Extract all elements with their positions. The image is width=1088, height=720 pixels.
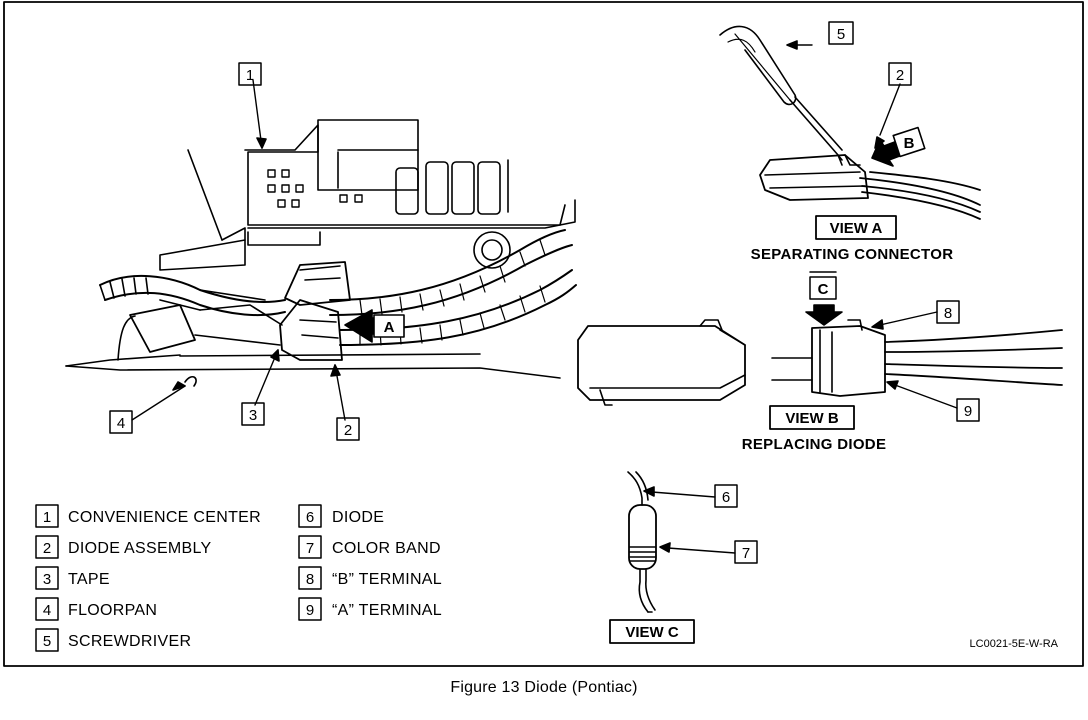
svg-text:6: 6 xyxy=(306,509,314,526)
leader-arrowhead xyxy=(172,381,186,391)
leader-arrowhead xyxy=(270,349,280,362)
legend-item-5: 5 SCREWDRIVER xyxy=(35,628,191,652)
leader-arrowhead xyxy=(871,319,884,330)
svg-text:“A” TERMINAL: “A” TERMINAL xyxy=(332,602,442,619)
svg-text:5: 5 xyxy=(837,26,845,43)
svg-text:VIEW B: VIEW B xyxy=(785,410,839,427)
view-c-diode xyxy=(627,471,657,613)
svg-text:VIEW C: VIEW C xyxy=(625,624,679,641)
view-b-drawing xyxy=(577,319,1063,406)
view-b-label-box: VIEW B xyxy=(769,405,855,430)
svg-text:DIODE: DIODE xyxy=(332,509,384,526)
svg-text:4: 4 xyxy=(117,415,125,432)
callout-1: 1 xyxy=(238,62,262,86)
arrow-b: B xyxy=(871,126,926,167)
legend-item-6: 6 DIODE xyxy=(298,504,384,528)
svg-text:SCREWDRIVER: SCREWDRIVER xyxy=(68,633,191,650)
svg-text:9: 9 xyxy=(306,602,314,619)
arrow-b-label: B xyxy=(904,135,915,152)
arrow-c-label: C xyxy=(818,281,829,298)
view-c-label-box: VIEW C xyxy=(609,619,695,644)
view-a-label-box: VIEW A xyxy=(815,215,897,240)
svg-text:5: 5 xyxy=(43,633,51,650)
svg-text:7: 7 xyxy=(306,540,314,557)
figure-caption: Figure 13 Diode (Pontiac) xyxy=(450,679,638,696)
svg-text:TAPE: TAPE xyxy=(68,571,110,588)
svg-text:2: 2 xyxy=(896,67,904,84)
svg-text:3: 3 xyxy=(43,571,51,588)
svg-text:FLOORPAN: FLOORPAN xyxy=(68,602,157,619)
callout-6: 6 xyxy=(714,484,738,508)
leader-arrowhead xyxy=(659,542,671,553)
leader-arrowhead xyxy=(330,364,341,377)
legend-item-4: 4 FLOORPAN xyxy=(35,597,157,621)
legend-item-9: 9 “A” TERMINAL xyxy=(298,597,442,621)
legend-item-3: 3 TAPE xyxy=(35,566,110,590)
leader-arrowhead xyxy=(786,40,798,50)
leader-arrowhead xyxy=(886,380,899,390)
svg-text:6: 6 xyxy=(722,489,730,506)
leader-arrowhead xyxy=(256,137,267,149)
callout-3: 3 xyxy=(241,402,265,426)
svg-text:VIEW A: VIEW A xyxy=(830,220,883,237)
view-a-subtitle: SEPARATING CONNECTOR xyxy=(751,246,954,263)
legend-item-1: 1 CONVENIENCE CENTER xyxy=(35,504,261,528)
svg-text:CONVENIENCE CENTER: CONVENIENCE CENTER xyxy=(68,509,261,526)
main-view-drawing xyxy=(65,119,577,387)
svg-text:8: 8 xyxy=(306,571,314,588)
svg-text:9: 9 xyxy=(964,403,972,420)
svg-text:2: 2 xyxy=(43,540,51,557)
arrow-a: A xyxy=(344,309,405,343)
legend-item-2: 2 DIODE ASSEMBLY xyxy=(35,535,212,559)
svg-text:DIODE ASSEMBLY: DIODE ASSEMBLY xyxy=(68,540,212,557)
callout-2-main: 2 xyxy=(336,417,360,441)
svg-text:4: 4 xyxy=(43,602,51,619)
svg-text:7: 7 xyxy=(742,545,750,562)
figure-frame xyxy=(3,1,1084,667)
callout-9: 9 xyxy=(956,398,980,422)
svg-text:2: 2 xyxy=(344,422,352,439)
svg-text:“B” TERMINAL: “B” TERMINAL xyxy=(332,571,442,588)
callout-2-view-a: 2 xyxy=(888,62,912,86)
arrow-a-label: A xyxy=(384,319,395,336)
view-a-drawing xyxy=(719,25,981,220)
svg-text:8: 8 xyxy=(944,305,952,322)
callout-4: 4 xyxy=(109,410,133,434)
arrow-c: C xyxy=(805,271,843,326)
svg-text:1: 1 xyxy=(43,509,51,526)
callout-7: 7 xyxy=(734,540,758,564)
svg-text:1: 1 xyxy=(246,67,254,84)
legend-item-8: 8 “B” TERMINAL xyxy=(298,566,442,590)
callout-5: 5 xyxy=(828,21,854,45)
legend-item-7: 7 COLOR BAND xyxy=(298,535,441,559)
callout-8: 8 xyxy=(936,300,960,324)
leader-arrowhead xyxy=(643,486,655,497)
view-b-subtitle: REPLACING DIODE xyxy=(742,436,887,453)
drawing-code: LC0021-5E-W-RA xyxy=(970,638,1059,650)
svg-text:COLOR BAND: COLOR BAND xyxy=(332,540,441,557)
legend: 1 CONVENIENCE CENTER 2 DIODE ASSEMBLY 3 … xyxy=(35,504,442,652)
svg-text:3: 3 xyxy=(249,407,257,424)
